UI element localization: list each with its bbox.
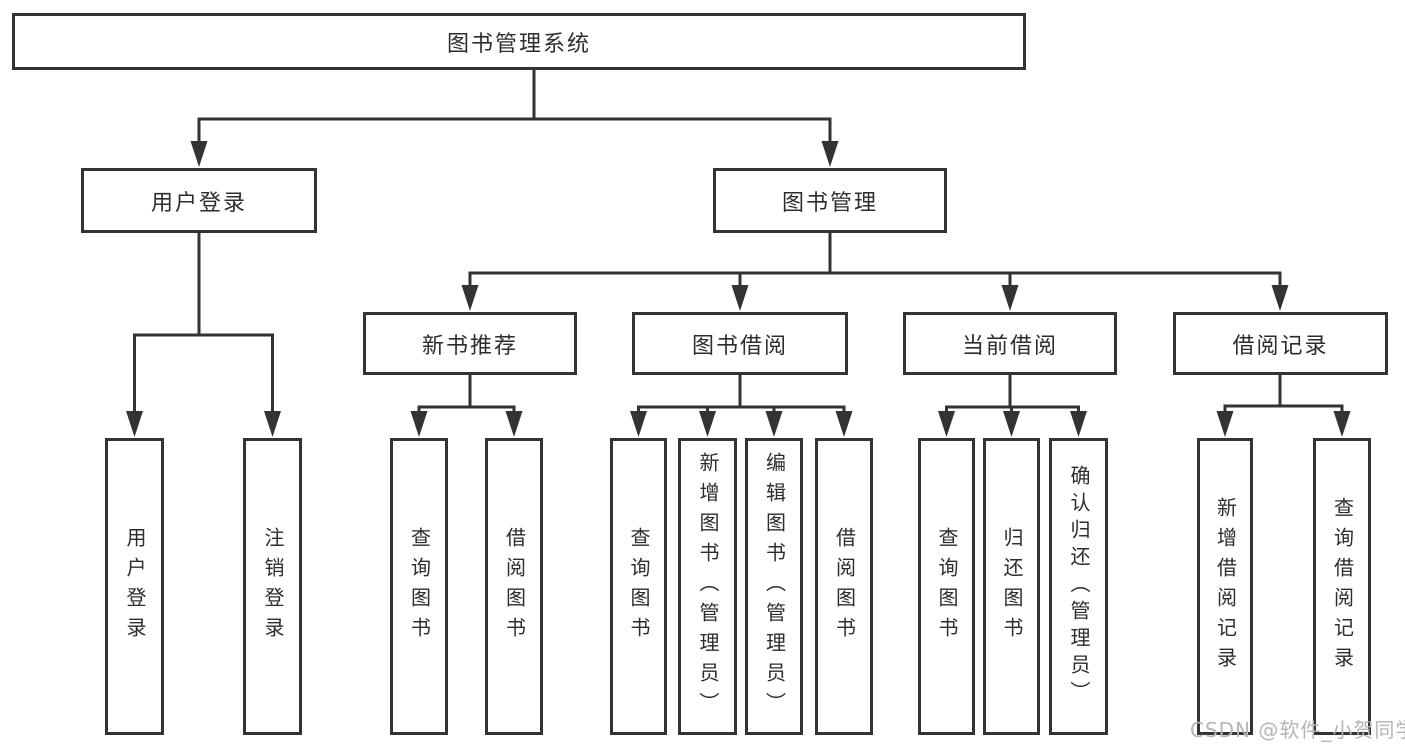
node-borrowing-records: 借阅记录 [1173, 312, 1388, 375]
leaf-edit-books-admin: 编辑图书（管理员） [745, 438, 803, 735]
leaf-label: 查询图书 [627, 526, 651, 647]
leaf-label: 编辑图书（管理员） [762, 451, 787, 722]
leaf-return-books: 归还图书 [983, 438, 1040, 735]
leaf-label: 查询图书 [935, 526, 959, 647]
leaf-label: 借阅图书 [502, 526, 527, 647]
leaf-confirm-return-admin: 确认归还（管理员） [1049, 438, 1108, 735]
node-label: 用户登录 [150, 190, 247, 216]
leaf-label: 归还图书 [1000, 526, 1024, 647]
leaf-add-borrow-record: 新增借阅记录 [1197, 438, 1253, 735]
node-label: 图书借阅 [691, 333, 788, 359]
leaf-query-books-borrowing: 查询图书 [610, 438, 667, 735]
leaf-label: 查询借阅记录 [1330, 496, 1355, 677]
node-new-book-recommend: 新书推荐 [363, 312, 577, 375]
node-book-management: 图书管理 [713, 168, 947, 233]
node-label: 图书管理 [781, 190, 878, 216]
leaf-label: 用户登录 [123, 526, 147, 647]
leaf-user-login: 用户登录 [105, 438, 164, 735]
node-current-borrowing: 当前借阅 [903, 312, 1117, 375]
arrowhead-icons [126, 141, 1351, 437]
node-label: 图书管理系统 [446, 31, 591, 57]
leaf-add-books-admin: 新增图书（管理员） [678, 438, 737, 735]
leaf-label: 借阅图书 [832, 526, 857, 647]
node-book-borrowing: 图书借阅 [632, 312, 848, 375]
leaf-label: 确认归还（管理员） [1067, 465, 1091, 708]
leaf-label: 查询图书 [407, 526, 432, 647]
leaf-label: 新增图书（管理员） [696, 451, 720, 722]
leaf-borrow-books-recommend: 借阅图书 [485, 438, 543, 735]
node-user-login: 用户登录 [81, 168, 317, 233]
leaf-query-books-recommend: 查询图书 [390, 438, 448, 735]
node-label: 当前借阅 [961, 333, 1058, 359]
node-label: 新书推荐 [421, 333, 518, 359]
leaf-label: 新增借阅记录 [1213, 496, 1238, 677]
leaf-label: 注销登录 [261, 526, 285, 647]
leaf-query-books-current: 查询图书 [918, 438, 975, 735]
node-label: 借阅记录 [1232, 333, 1329, 359]
leaf-borrow-books-borrowing: 借阅图书 [815, 438, 873, 735]
leaf-logout: 注销登录 [243, 438, 302, 735]
leaf-query-borrow-record: 查询借阅记录 [1313, 438, 1371, 735]
node-library-management-system: 图书管理系统 [12, 13, 1026, 70]
watermark-text: CSDN @软件_小贺同学 [1190, 718, 1405, 742]
